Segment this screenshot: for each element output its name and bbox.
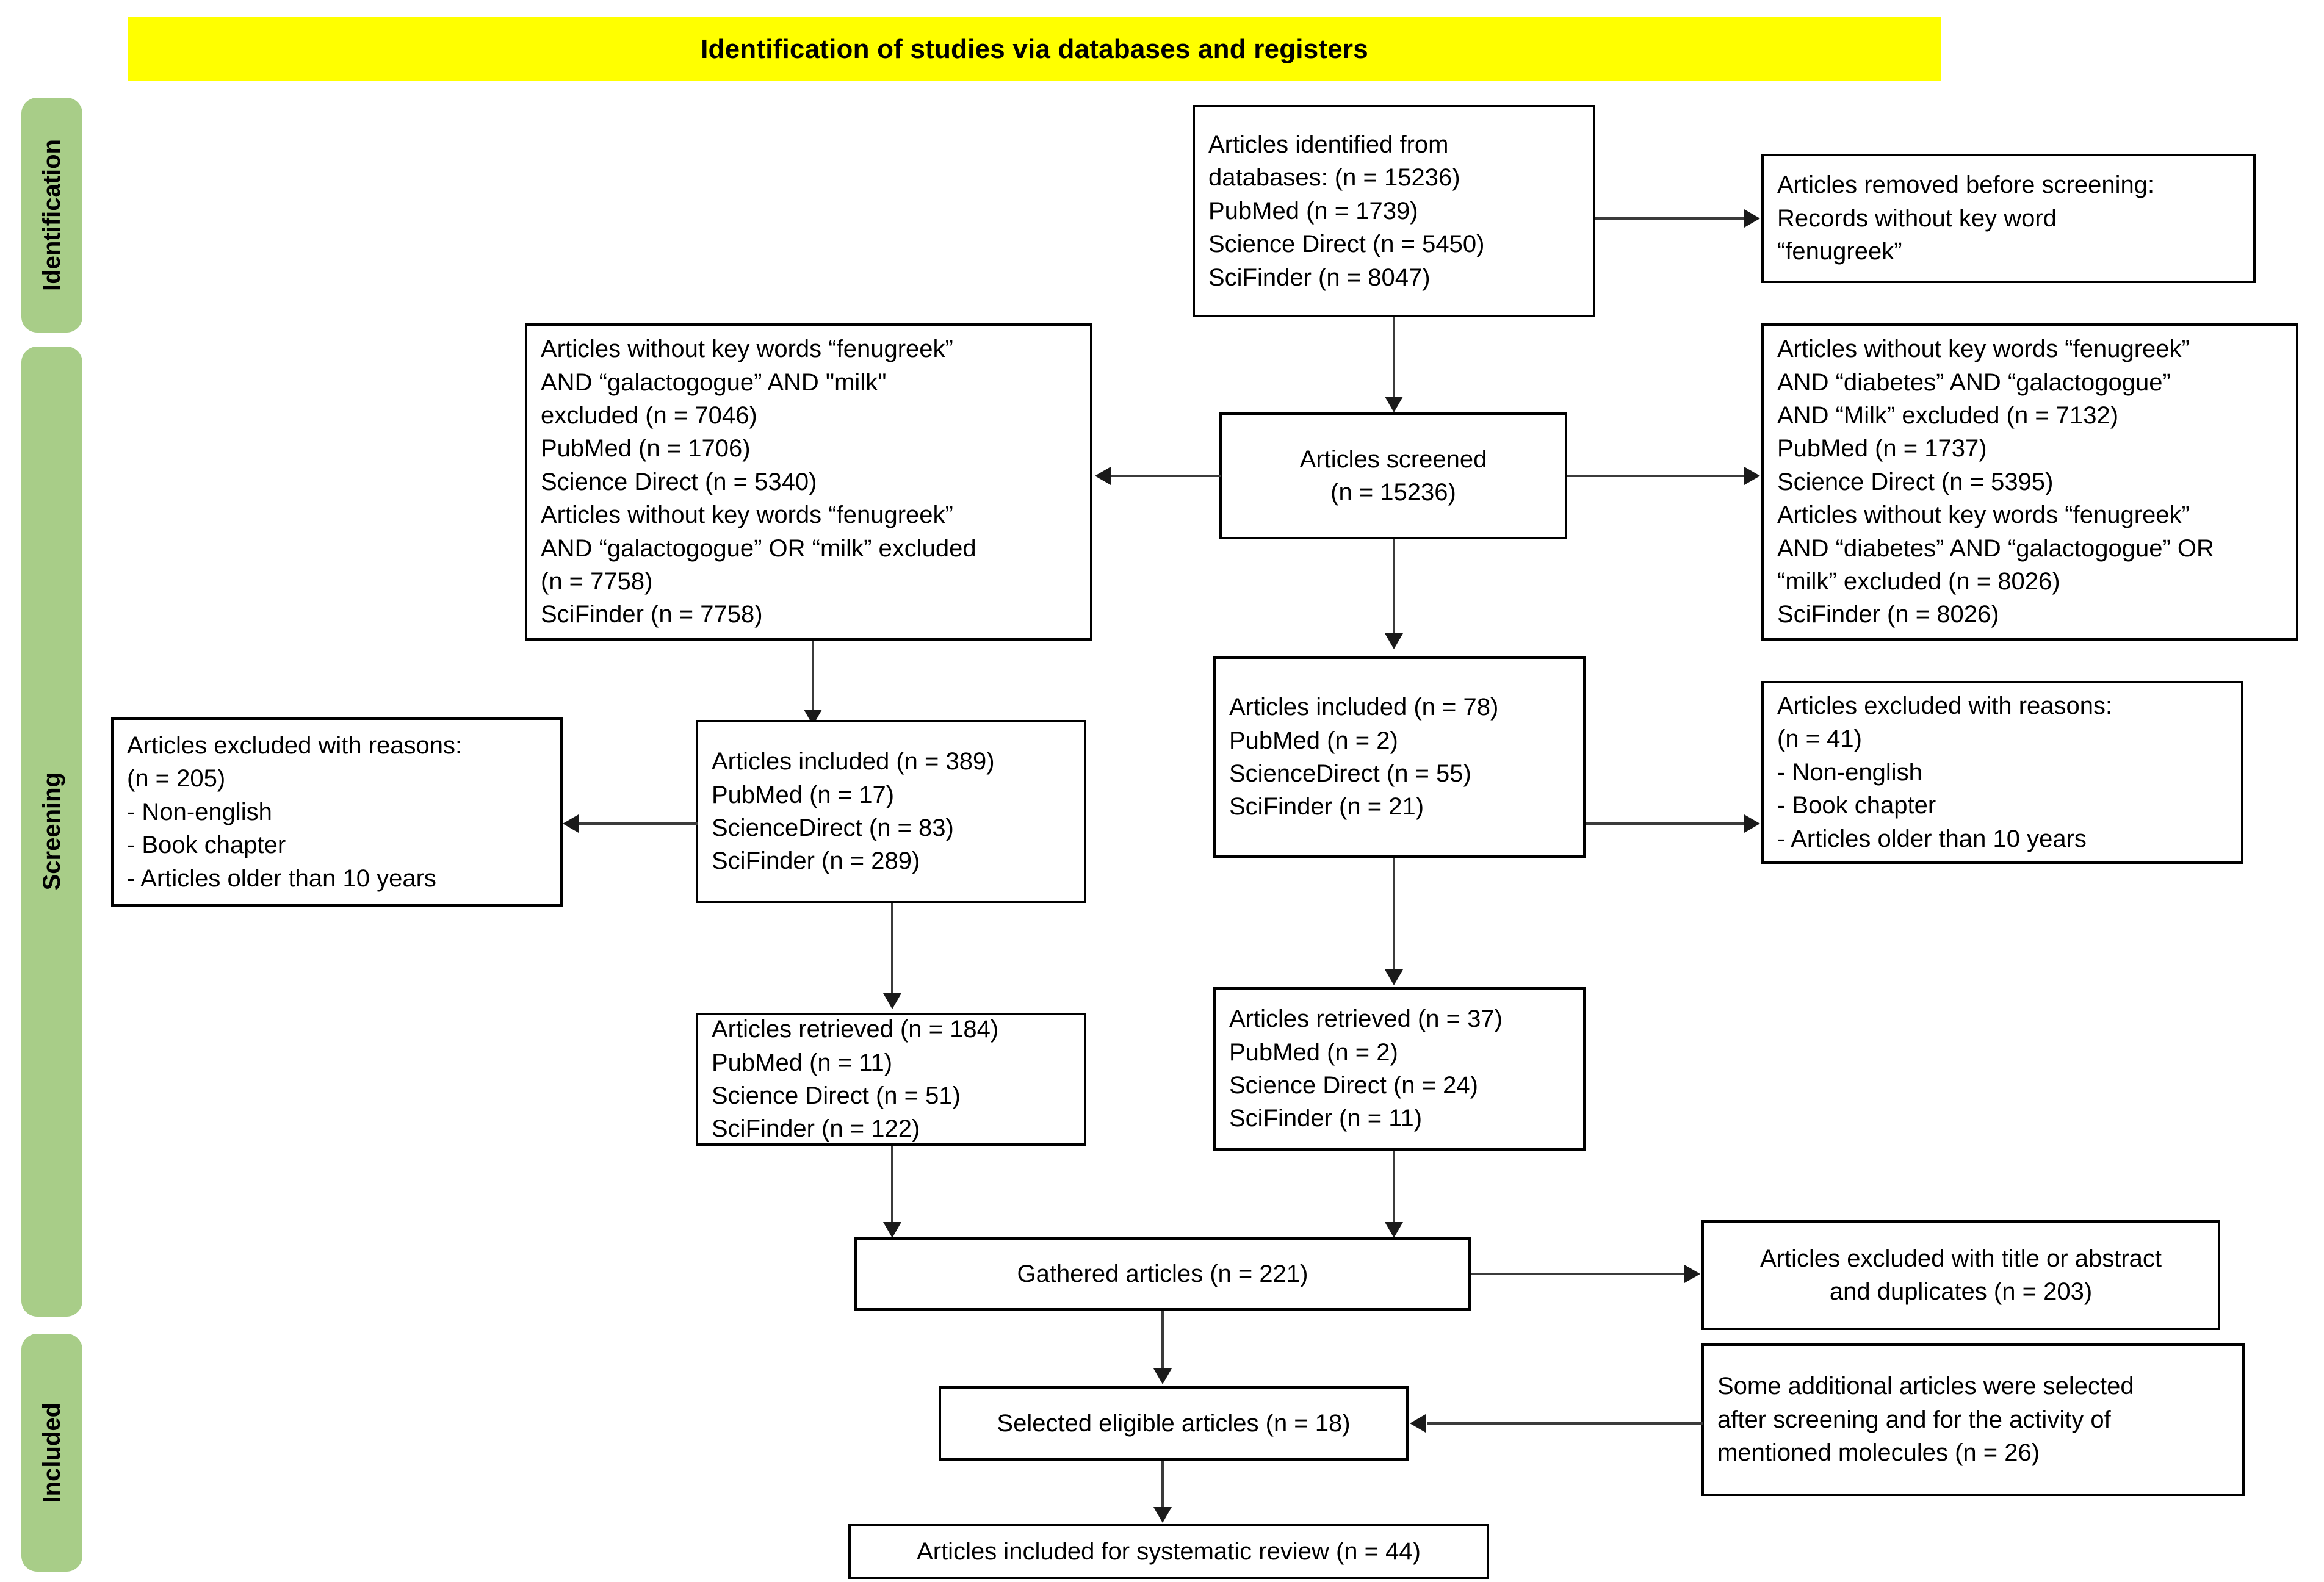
box-articles-retrieved-184-text: Articles retrieved (n = 184) PubMed (n =… xyxy=(712,1016,999,1143)
arrowhead-retrieved-37-to-gathered xyxy=(1385,1222,1403,1238)
connector-retrieved-184-to-gathered xyxy=(891,1146,893,1225)
box-excluded-title-abstract: Articles excluded with title or abstract… xyxy=(1702,1220,2220,1330)
box-excluded-reasons-left: Articles excluded with reasons: (n = 205… xyxy=(111,717,563,907)
connector-gathered-to-excluded-title-abstract xyxy=(1471,1273,1686,1275)
box-gathered-articles: Gathered articles (n = 221) xyxy=(854,1237,1471,1311)
stage-label-identification: Identification xyxy=(38,139,65,291)
box-excluded-right-keywords-text: Articles without key words “fenugreek” A… xyxy=(1777,336,2214,628)
box-additional-articles: Some additional articles were selected a… xyxy=(1702,1343,2245,1496)
arrowhead-identified-to-screened xyxy=(1385,397,1403,412)
box-articles-screened-text: Articles screened (n = 15236) xyxy=(1299,445,1487,506)
connector-screened-to-included-78 xyxy=(1393,539,1395,637)
connector-additional-to-selected-eligible xyxy=(1427,1422,1703,1425)
box-included-systematic-review-text: Articles included for systematic review … xyxy=(917,1537,1421,1565)
box-excluded-reasons-left-text: Articles excluded with reasons: (n = 205… xyxy=(127,732,463,892)
arrowhead-additional-to-selected-eligible xyxy=(1410,1414,1426,1433)
box-excluded-right-keywords: Articles without key words “fenugreek” A… xyxy=(1761,323,2298,641)
arrowhead-identified-to-removed xyxy=(1744,209,1760,228)
box-articles-identified: Articles identified from databases: (n =… xyxy=(1193,105,1595,317)
box-articles-included-78: Articles included (n = 78) PubMed (n = 2… xyxy=(1213,656,1586,858)
connector-included-78-to-excluded-reasons-right xyxy=(1586,822,1745,825)
connector-screened-to-excluded-right xyxy=(1567,475,1745,477)
box-articles-retrieved-37-text: Articles retrieved (n = 37) PubMed (n = … xyxy=(1229,1005,1503,1132)
arrowhead-included-78-to-retrieved-37 xyxy=(1385,969,1403,985)
box-excluded-reasons-right-text: Articles excluded with reasons: (n = 41)… xyxy=(1777,692,2113,852)
box-selected-eligible-articles-text: Selected eligible articles (n = 18) xyxy=(997,1409,1351,1437)
stage-label-included: Included xyxy=(38,1402,65,1503)
arrowhead-gathered-to-excluded-title-abstract xyxy=(1684,1265,1700,1283)
box-selected-eligible-articles: Selected eligible articles (n = 18) xyxy=(939,1386,1409,1461)
box-articles-screened: Articles screened (n = 15236) xyxy=(1219,412,1567,539)
box-excluded-left-keywords: Articles without key words “fenugreek” A… xyxy=(525,323,1092,641)
arrowhead-screened-to-excluded-left xyxy=(1095,467,1111,485)
box-additional-articles-text: Some additional articles were selected a… xyxy=(1717,1373,2134,1467)
box-articles-included-389-text: Articles included (n = 389) PubMed (n = … xyxy=(712,748,995,875)
box-articles-included-78-text: Articles included (n = 78) PubMed (n = 2… xyxy=(1229,694,1499,821)
arrowhead-selected-eligible-to-systematic-review xyxy=(1153,1507,1172,1523)
box-articles-removed-before-screening: Articles removed before screening: Recor… xyxy=(1761,154,2256,283)
connector-included-78-to-retrieved-37 xyxy=(1393,858,1395,974)
box-excluded-left-keywords-text: Articles without key words “fenugreek” A… xyxy=(541,336,976,628)
arrowhead-retrieved-184-to-gathered xyxy=(883,1222,901,1238)
stage-label-screening: Screening xyxy=(38,772,65,891)
connector-selected-eligible-to-systematic-review xyxy=(1161,1461,1164,1511)
arrowhead-included-389-to-retrieved-184 xyxy=(883,993,901,1009)
arrowhead-gathered-to-selected-eligible xyxy=(1153,1368,1172,1384)
stage-bar-included: Included xyxy=(21,1334,82,1572)
arrowhead-included-78-to-excluded-reasons-right xyxy=(1744,814,1760,833)
box-included-systematic-review: Articles included for systematic review … xyxy=(848,1524,1489,1579)
connector-identified-to-removed xyxy=(1595,217,1745,220)
arrowhead-included-389-to-excluded-reasons-left xyxy=(563,814,579,833)
connector-identified-to-screened xyxy=(1393,317,1395,400)
connector-excluded-left-to-included-389 xyxy=(812,641,814,714)
connector-included-389-to-retrieved-184 xyxy=(891,903,893,998)
box-articles-retrieved-37: Articles retrieved (n = 37) PubMed (n = … xyxy=(1213,987,1586,1151)
connector-gathered-to-selected-eligible xyxy=(1161,1311,1164,1372)
box-excluded-title-abstract-text: Articles excluded with title or abstract… xyxy=(1759,1245,2162,1305)
box-articles-retrieved-184: Articles retrieved (n = 184) PubMed (n =… xyxy=(696,1013,1086,1146)
box-articles-included-389: Articles included (n = 389) PubMed (n = … xyxy=(696,720,1086,903)
connector-retrieved-37-to-gathered xyxy=(1393,1151,1395,1225)
arrowhead-screened-to-included-78 xyxy=(1385,633,1403,649)
box-gathered-articles-text: Gathered articles (n = 221) xyxy=(1017,1260,1308,1287)
diagram-title-text: Identification of studies via databases … xyxy=(701,34,1368,64)
connector-screened-to-excluded-left xyxy=(1111,475,1221,477)
connector-included-389-to-excluded-reasons-left xyxy=(579,822,698,825)
stage-bar-screening: Screening xyxy=(21,347,82,1317)
arrowhead-screened-to-excluded-right xyxy=(1744,467,1760,485)
box-articles-removed-before-screening-text: Articles removed before screening: Recor… xyxy=(1777,171,2155,265)
box-articles-identified-text: Articles identified from databases: (n =… xyxy=(1208,131,1485,291)
diagram-title-banner: Identification of studies via databases … xyxy=(128,17,1941,81)
stage-bar-identification: Identification xyxy=(21,98,82,333)
box-excluded-reasons-right: Articles excluded with reasons: (n = 41)… xyxy=(1761,681,2243,864)
